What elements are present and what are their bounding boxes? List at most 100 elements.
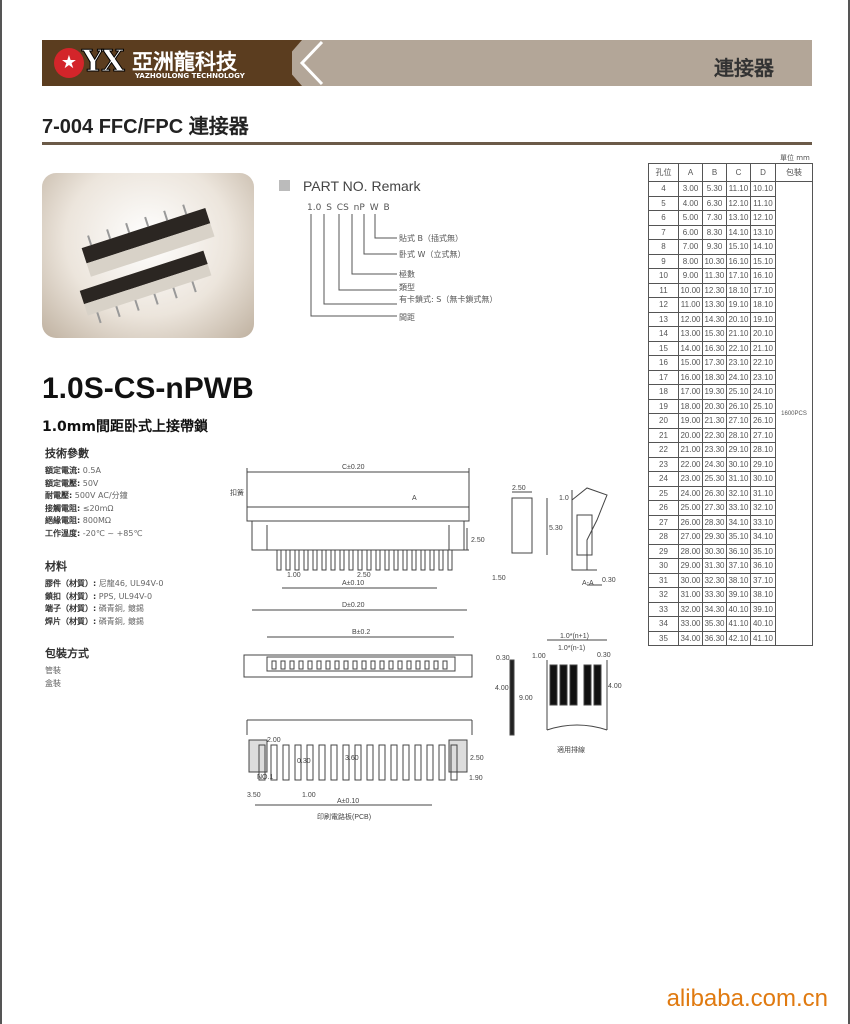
table-cell: 33.10 xyxy=(726,500,751,516)
table-cell: 16.10 xyxy=(726,253,751,269)
pin xyxy=(414,744,422,781)
table-cell: 26.30 xyxy=(702,485,727,501)
spec-item: 焊片（材質）: 磷青銅, 鍍錫 xyxy=(45,616,144,626)
table-cell: 18.00 xyxy=(678,398,703,414)
pin xyxy=(316,660,322,670)
table-cell: 30.00 xyxy=(678,572,703,588)
pin xyxy=(402,744,410,781)
dim-pcb-2-50: 2.50 xyxy=(470,755,484,762)
table-cell: 37.10 xyxy=(750,572,776,588)
company-name-en: YAZHOULONG TECHNOLOGY xyxy=(135,72,245,80)
table-cell: 9 xyxy=(648,253,679,269)
table-cell: 21.10 xyxy=(726,326,751,342)
dim-ffc-0-30-right: 0.30 xyxy=(597,652,611,659)
page-title: 7-004 FFC/FPC 連接器 xyxy=(42,116,249,138)
pin xyxy=(384,549,390,571)
pin xyxy=(330,744,338,781)
table-cell: 41.10 xyxy=(750,630,776,646)
table-cell: 25.10 xyxy=(750,398,776,414)
table-cell: 31 xyxy=(648,572,679,588)
table-cell: 36.30 xyxy=(702,630,727,646)
table-cell: 22.10 xyxy=(726,340,751,356)
table-cell: 29 xyxy=(648,543,679,559)
table-cell: 23.10 xyxy=(726,355,751,371)
dim-pcb-0-30: 0.30 xyxy=(297,758,311,765)
table-cell: 38.10 xyxy=(726,572,751,588)
table-cell: 7.30 xyxy=(702,210,727,226)
dim-a: A±0.10 xyxy=(342,580,364,587)
table-cell: 32.30 xyxy=(702,572,727,588)
table-cell: 17.10 xyxy=(750,282,776,298)
table-cell: 33.30 xyxy=(702,587,727,603)
table-cell: 6 xyxy=(648,210,679,226)
table-cell: 28.00 xyxy=(678,543,703,559)
table-cell: 31.10 xyxy=(750,485,776,501)
table-cell: 21.00 xyxy=(678,442,703,458)
unit-label: 單位 mm xyxy=(780,154,810,162)
table-cell: 35.10 xyxy=(726,529,751,545)
dim-0-30: 0.30 xyxy=(602,577,616,584)
table-cell: 20 xyxy=(648,413,679,429)
ffc-caption: 適用排線 xyxy=(557,745,585,754)
table-cell: 31.30 xyxy=(702,558,727,574)
table-cell: 34.30 xyxy=(702,601,727,617)
table-cell: 11.10 xyxy=(750,195,776,211)
pin xyxy=(294,744,302,781)
pin xyxy=(388,660,394,670)
label-lock: 扣簧 xyxy=(230,488,244,497)
table-cell: 27.10 xyxy=(726,413,751,429)
pin xyxy=(276,549,282,571)
table-cell: 32.00 xyxy=(678,601,703,617)
spec-item: 絕緣電阻: 800MΩ xyxy=(45,516,112,525)
table-cell: 35.10 xyxy=(750,543,776,559)
table-cell: 30.10 xyxy=(726,456,751,472)
table-cell: 11 xyxy=(648,282,679,298)
pin xyxy=(450,744,458,781)
table-cell: 10.30 xyxy=(702,253,727,269)
table-cell: 26 xyxy=(648,500,679,516)
table-cell: 39.10 xyxy=(750,601,776,617)
dim-pcb-3-60: 3.60 xyxy=(345,755,359,762)
pin xyxy=(411,549,417,571)
dim-b: B±0.2 xyxy=(352,629,370,636)
table-cell: 9.00 xyxy=(678,268,703,284)
column-header: 包裝 xyxy=(775,163,813,182)
dim-side-width: 2.50 xyxy=(512,485,526,492)
dim-pcb-pitch: 1.00 xyxy=(302,792,316,799)
spec-item: 端子（材質）: 磷青銅, 鍍錫 xyxy=(45,604,144,613)
table-cell: 31.10 xyxy=(726,471,751,487)
table-cell: 35 xyxy=(648,630,679,646)
table-cell: 14.30 xyxy=(702,311,727,327)
note-w: 卧式 W（立式無） xyxy=(399,250,466,259)
spec-item: 耐電壓: 500V AC/分鐘 xyxy=(45,491,128,500)
table-cell: 16 xyxy=(648,355,679,371)
table-cell: 5 xyxy=(648,195,679,211)
dim-ffc-pitch: 1.0*(n-1) xyxy=(558,645,585,652)
pin xyxy=(348,549,354,571)
dim-tilt: 1.0 xyxy=(559,495,569,502)
dim-ffc-9-00: 9.00 xyxy=(519,695,533,702)
pin xyxy=(426,744,434,781)
pin xyxy=(357,549,363,571)
table-cell: 24.10 xyxy=(726,369,751,385)
note-pitch: 間距 xyxy=(399,313,415,322)
table-cell: 6.00 xyxy=(678,224,703,240)
front-view-drawing: C±0.20 A±0.10 D±0.20 扣簧 1.00 2.50 2.50 A xyxy=(230,464,485,611)
table-cell: 4 xyxy=(648,181,679,197)
part-code-leader-lines xyxy=(310,214,397,317)
table-cell: 20.00 xyxy=(678,427,703,443)
table-cell: 17.10 xyxy=(726,268,751,284)
table-cell: 22 xyxy=(648,442,679,458)
pin xyxy=(282,744,290,781)
pin xyxy=(433,660,439,670)
table-cell: 12.10 xyxy=(750,210,776,226)
pin xyxy=(378,744,386,781)
